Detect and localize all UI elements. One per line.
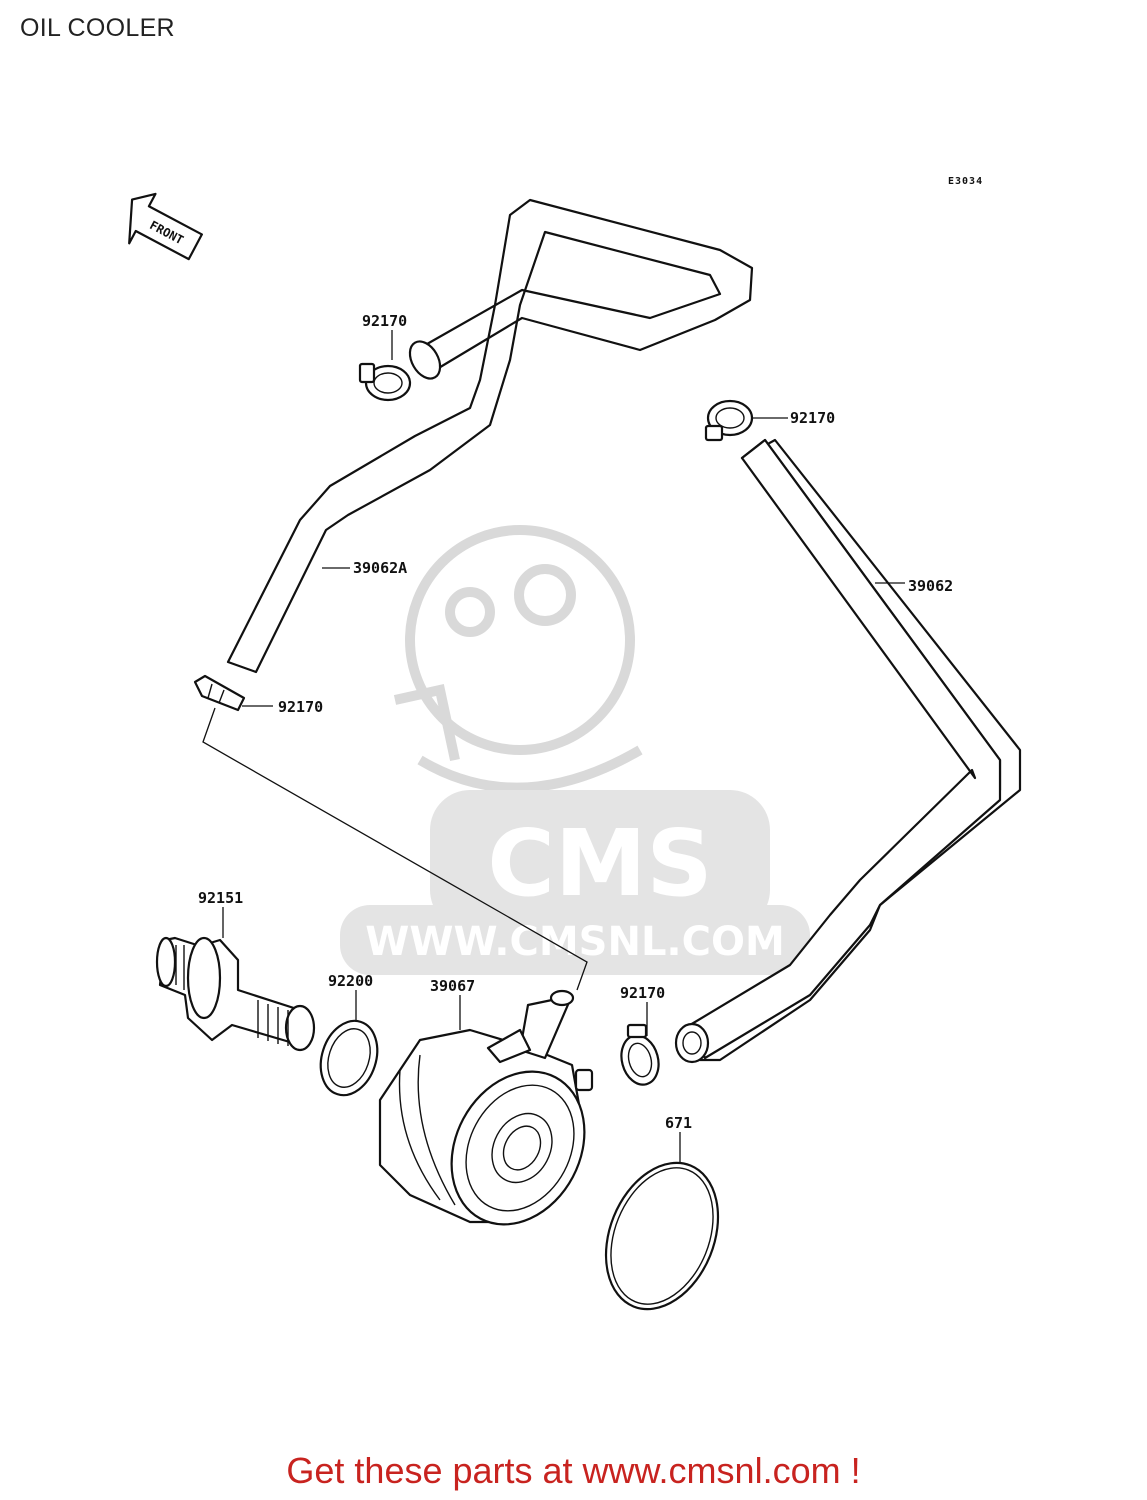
front-arrow-icon: FRONT <box>128 192 203 261</box>
watermark-logo-text: CMS <box>487 810 712 917</box>
o-ring-671 <box>604 1161 720 1311</box>
hose-39062a <box>226 198 754 674</box>
union-bolt-92151 <box>155 936 316 1052</box>
page-title: OIL COOLER <box>20 14 175 42</box>
gasket-92200 <box>319 1019 379 1097</box>
callout-labels: 92170 92170 39062A 39062 92170 92151 922… <box>198 312 953 1132</box>
fitting-92170-left <box>193 674 588 991</box>
callout-671: 671 <box>665 1114 692 1132</box>
oil-cooler-39067 <box>378 989 594 1226</box>
callout-39067: 39067 <box>430 977 475 995</box>
hose-39062 <box>674 438 1022 1064</box>
clamp-92170-lower <box>620 1023 660 1086</box>
watermark-wrench-icon <box>393 684 460 762</box>
footer-link[interactable]: Get these parts at www.cmsnl.com ! <box>286 1450 861 1491</box>
callout-39062a: 39062A <box>353 559 407 577</box>
clamp-92170-upper-left <box>358 362 412 402</box>
watermark-goggle-left <box>445 587 495 637</box>
cms-watermark: CMS WWW.CMSNL.COM <box>340 525 810 975</box>
callout-92170-upper-right: 92170 <box>790 409 835 427</box>
callout-92170-left: 92170 <box>278 698 323 716</box>
callout-39062: 39062 <box>908 577 953 595</box>
watermark-logo-plate <box>430 790 770 930</box>
callout-92200: 92200 <box>328 972 373 990</box>
watermark-goggle-right <box>514 564 576 626</box>
watermark-mascot-collar <box>417 745 643 793</box>
watermark-url-text: WWW.CMSNL.COM <box>365 919 785 965</box>
callout-92151: 92151 <box>198 889 243 907</box>
diagram-code: E3034 <box>948 176 983 187</box>
clamp-92170-upper-right <box>704 399 754 442</box>
leader-lines <box>222 330 905 1162</box>
watermark-url-plate <box>340 905 810 975</box>
callout-92170-upper-left: 92170 <box>362 312 407 330</box>
watermark-mascot-head <box>405 525 635 755</box>
callout-92170-lower: 92170 <box>620 984 665 1002</box>
